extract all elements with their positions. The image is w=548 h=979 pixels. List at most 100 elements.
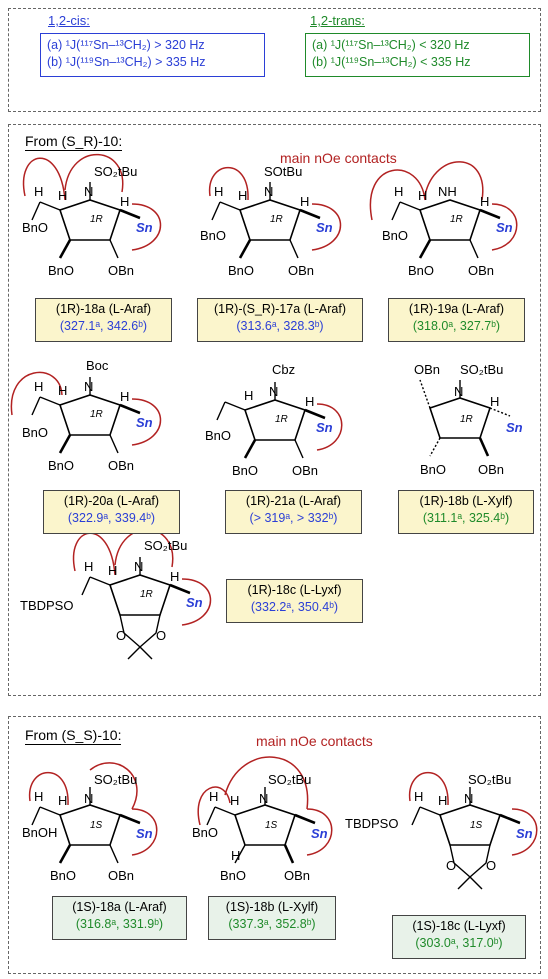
- s2-a-bno2: BnO: [50, 868, 76, 883]
- s1-a-h1: H: [34, 184, 43, 199]
- s2-b-h3: H: [231, 848, 240, 863]
- s1-f-sn: Sn: [506, 420, 523, 435]
- s1-a-n: N: [84, 184, 93, 199]
- structure-1r-20a: [10, 371, 162, 454]
- s1-c-nh: NH: [438, 184, 457, 199]
- s1-g-sn: Sn: [186, 595, 203, 610]
- s1-g-h2: H: [108, 563, 117, 578]
- s1-c-sn: Sn: [496, 220, 513, 235]
- s1-g-h1: H: [84, 559, 93, 574]
- s1-c-bno2: BnO: [408, 263, 434, 278]
- s2-b-bno: BnO: [192, 825, 218, 840]
- s1-b-h3: H: [300, 194, 309, 209]
- section2-structures: SO₂tBu N H H BnOH 1S Sn BnO OBn SO₂tBu N…: [22, 756, 538, 890]
- s1-f-obn-top: OBn: [414, 362, 440, 377]
- cis-rule-b: (b) ¹J(¹¹⁹Sn–¹³CH₂) > 335 Hz: [47, 55, 206, 69]
- label-1r-17a: (1R)-(S_R)-17a (L-Araf) (313.6ᵃ, 328.3ᵇ): [197, 298, 363, 342]
- s1-d-n: N: [84, 379, 93, 394]
- label-1r-19a: (1R)-19a (L-Araf) (318.0ᵃ, 327.7ᵇ): [388, 298, 525, 342]
- structure-1r-19a: [369, 161, 518, 259]
- section1-panel: [8, 124, 541, 696]
- trans-rule-a: (a) ¹J(¹¹⁷Sn–¹³CH₂) < 320 Hz: [312, 38, 470, 52]
- label-1s-18a: (1S)-18a (L-Araf) (316.8ᵃ, 331.9ᵇ): [52, 896, 187, 940]
- s1-a-h3: H: [120, 194, 129, 209]
- s1-c-h1: H: [394, 184, 403, 199]
- s1-c-h3: H: [480, 194, 489, 209]
- s1-g-1r: 1R: [140, 589, 153, 600]
- s1-f-bno: BnO: [420, 462, 446, 477]
- s1-e-h3: H: [305, 394, 314, 409]
- s2-a-1s: 1S: [90, 820, 103, 831]
- s1-d-1r: 1R: [90, 409, 103, 420]
- s2-c-o2: O: [486, 858, 496, 873]
- section1-from-label: From (S_R)-10:: [25, 133, 123, 151]
- s2-c-h1: H: [414, 789, 423, 804]
- s2-b-bno2: BnO: [220, 868, 246, 883]
- s1-b-h1: H: [214, 184, 223, 199]
- s1-d-h3: H: [120, 389, 129, 404]
- legend-panel: [8, 8, 541, 112]
- s2-b-h2: H: [230, 793, 239, 808]
- label-1s-18c: (1S)-18c (L-Lyxf) (303.0ᵃ, 317.0ᵇ): [392, 915, 526, 959]
- s1-f-so2tbu: SO₂tBu: [460, 362, 503, 377]
- cis-rule-a: (a) ¹J(¹¹⁷Sn–¹³CH₂) > 320 Hz: [47, 38, 205, 52]
- s2-b-1s: 1S: [265, 820, 278, 831]
- s2-c-sn: Sn: [516, 826, 533, 841]
- s1-d-sn: Sn: [136, 415, 153, 430]
- s1-a-sn: Sn: [136, 220, 153, 235]
- s1-g-tbdpso: TBDPSO: [20, 598, 73, 613]
- s2-b-obn: OBn: [284, 868, 310, 883]
- s1-b-h2: H: [238, 188, 247, 203]
- s1-b-sn: Sn: [316, 220, 333, 235]
- s2-a-h2: H: [58, 793, 67, 808]
- cis-title: 1,2-cis:: [48, 13, 90, 28]
- structure-1r-18a: [22, 153, 162, 259]
- section1-structures: SO₂tBu N H H H BnO 1R Sn BnO OBn SOtBu N…: [10, 153, 523, 660]
- s1-d-bno: BnO: [22, 425, 48, 440]
- s1-a-bno2: BnO: [48, 263, 74, 278]
- section1-noe-title: main nOe contacts: [280, 150, 397, 166]
- s2-c-1s: 1S: [470, 820, 483, 831]
- s1-c-bno: BnO: [382, 228, 408, 243]
- s1-e-n: N: [269, 384, 278, 399]
- s1-d-boc: Boc: [86, 358, 109, 373]
- s2-c-o1: O: [446, 858, 456, 873]
- s1-g-o2: O: [156, 628, 166, 643]
- s1-c-1r: 1R: [450, 214, 463, 225]
- s1-b-bno: BnO: [200, 228, 226, 243]
- s2-b-n: N: [259, 791, 268, 806]
- section2-from-label: From (S_S)-10:: [25, 727, 122, 745]
- structure-1r-18c: [72, 528, 212, 660]
- s1-d-obn: OBn: [108, 458, 134, 473]
- s1-d-h1: H: [34, 379, 43, 394]
- cis-legend-box: (a) ¹J(¹¹⁷Sn–¹³CH₂) > 320 Hz (b) ¹J(¹¹⁹S…: [40, 33, 265, 77]
- section2-panel: [8, 716, 541, 974]
- s1-g-so2tbu: SO₂tBu: [144, 538, 187, 553]
- structure-1r-21a: [216, 382, 343, 459]
- s2-a-obn: OBn: [108, 868, 134, 883]
- structure-1s-18a: [28, 762, 158, 864]
- s1-g-h3: H: [170, 569, 179, 584]
- label-1r-18c: (1R)-18c (L-Lyxf) (332.2ᵃ, 350.4ᵇ): [226, 579, 363, 623]
- s1-g-o1: O: [116, 628, 126, 643]
- s2-c-so2tbu: SO₂tBu: [468, 772, 511, 787]
- s1-e-obn: OBn: [292, 463, 318, 478]
- s1-f-1r: 1R: [460, 414, 473, 425]
- s1-a-so2tbu: SO₂tBu: [94, 164, 137, 179]
- s1-b-sotbu: SOtBu: [264, 164, 302, 179]
- s2-c-tbdpso: TBDPSO: [345, 816, 398, 831]
- s1-a-1r: 1R: [90, 214, 103, 225]
- s2-b-h1: H: [209, 789, 218, 804]
- s1-d-bno2: BnO: [48, 458, 74, 473]
- s1-b-obn: OBn: [288, 263, 314, 278]
- label-1r-21a: (1R)-21a (L-Araf) (> 319ᵃ, > 332ᵇ): [225, 490, 362, 534]
- s1-e-h2: H: [244, 388, 253, 403]
- s1-a-h2: H: [58, 188, 67, 203]
- trans-title: 1,2-trans:: [310, 13, 365, 28]
- s1-c-h2: H: [418, 188, 427, 203]
- s1-g-n: N: [134, 559, 143, 574]
- label-1r-18a: (1R)-18a (L-Araf) (327.1ᵃ, 342.6ᵇ): [35, 298, 172, 342]
- structure-1s-18c: [408, 771, 538, 890]
- s2-c-h2: H: [438, 793, 447, 808]
- trans-rule-b: (b) ¹J(¹¹⁹Sn–¹³CH₂) < 335 Hz: [312, 55, 471, 69]
